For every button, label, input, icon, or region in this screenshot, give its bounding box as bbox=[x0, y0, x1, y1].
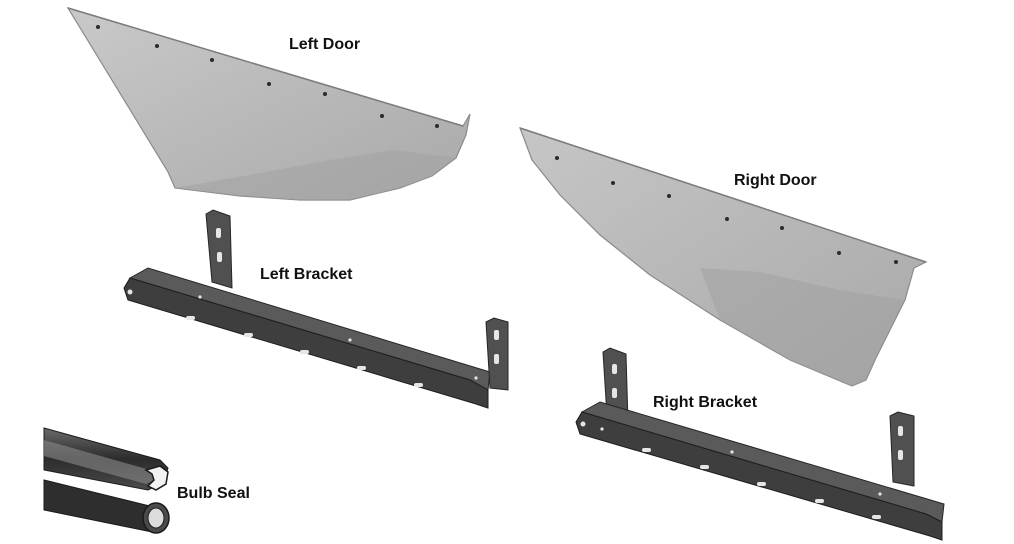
bracket-slot bbox=[494, 330, 499, 340]
bulb-seal-label: Bulb Seal bbox=[177, 485, 250, 502]
door-hole bbox=[611, 181, 615, 185]
bracket-slot bbox=[494, 354, 499, 364]
bulb-seal-profile bbox=[144, 465, 169, 491]
door-hole bbox=[780, 226, 784, 230]
left-bracket-holes bbox=[127, 289, 478, 387]
right-door-top-edge bbox=[519, 127, 927, 263]
door-hole bbox=[267, 82, 271, 86]
right-bracket-upright-right bbox=[889, 411, 915, 487]
bracket-slot bbox=[898, 450, 903, 460]
door-hole bbox=[380, 114, 384, 118]
bracket-slot bbox=[216, 228, 221, 238]
bracket-hole bbox=[730, 450, 734, 454]
left-door-shade bbox=[175, 150, 456, 200]
bracket-slot bbox=[217, 252, 222, 262]
bracket-slot bbox=[244, 333, 253, 337]
door-hole bbox=[894, 260, 898, 264]
door-hole bbox=[210, 58, 214, 62]
left-door-holes bbox=[96, 25, 439, 128]
left-bracket-label: Left Bracket bbox=[260, 266, 353, 283]
door-hole bbox=[837, 251, 841, 255]
right-bracket bbox=[575, 347, 945, 541]
bracket-hole bbox=[580, 421, 586, 427]
bracket-hole bbox=[474, 376, 478, 380]
door-hole bbox=[435, 124, 439, 128]
bracket-slot bbox=[414, 383, 423, 387]
left-bracket-upright-left bbox=[205, 209, 233, 289]
left-door-label: Left Door bbox=[289, 36, 361, 53]
bracket-slot bbox=[700, 465, 709, 469]
bulb-seal bbox=[43, 427, 170, 534]
bracket-slot bbox=[612, 364, 617, 374]
right-door-shade bbox=[700, 268, 905, 386]
bracket-hole bbox=[348, 338, 352, 342]
bracket-hole bbox=[198, 295, 202, 299]
right-bracket-holes bbox=[580, 421, 882, 519]
bracket-slot bbox=[898, 426, 903, 436]
right-bracket-rail-face bbox=[575, 411, 943, 541]
left-bracket bbox=[123, 209, 509, 409]
left-door bbox=[66, 6, 471, 201]
left-door-top-edge bbox=[67, 7, 464, 127]
door-hole bbox=[155, 44, 159, 48]
bracket-slot bbox=[357, 366, 366, 370]
bracket-slot bbox=[815, 499, 824, 503]
door-hole bbox=[96, 25, 100, 29]
right-door-label: Right Door bbox=[734, 172, 817, 189]
bulb-seal-tube-bore bbox=[147, 507, 165, 529]
bracket-slot bbox=[186, 316, 195, 320]
bracket-slot bbox=[872, 515, 881, 519]
door-hole bbox=[725, 217, 729, 221]
bracket-slot bbox=[642, 448, 651, 452]
left-bracket-rail-face bbox=[123, 277, 489, 409]
bracket-hole bbox=[127, 289, 133, 295]
bracket-slot bbox=[757, 482, 766, 486]
bulb-seal-lip bbox=[44, 440, 158, 484]
right-door-holes bbox=[555, 156, 898, 264]
bracket-hole bbox=[600, 427, 604, 431]
door-hole bbox=[555, 156, 559, 160]
bracket-slot bbox=[612, 388, 617, 398]
door-hole bbox=[323, 92, 327, 96]
bracket-hole bbox=[878, 492, 882, 496]
bracket-slot bbox=[300, 350, 309, 354]
door-hole bbox=[667, 194, 671, 198]
right-door bbox=[518, 127, 928, 387]
right-bracket-label: Right Bracket bbox=[653, 394, 758, 411]
